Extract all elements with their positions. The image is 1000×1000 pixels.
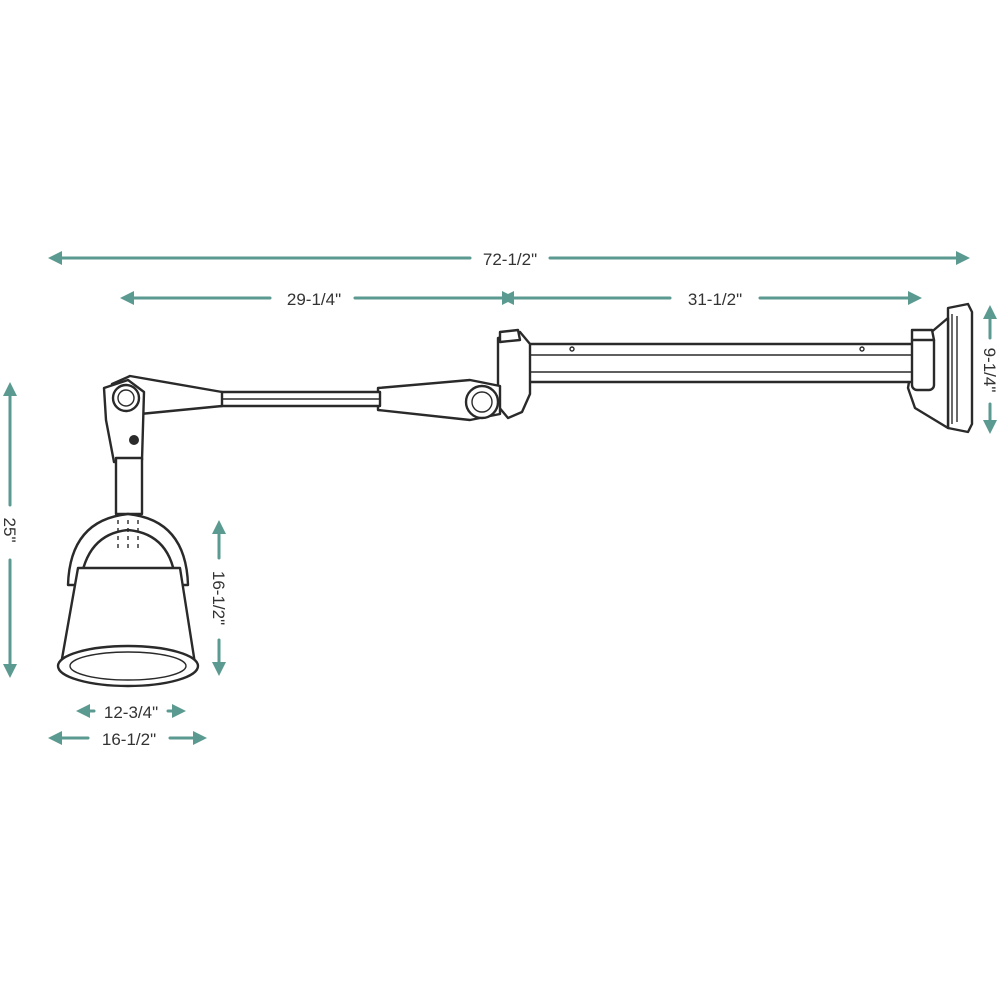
swivel-joint [102, 378, 146, 464]
short-arm [110, 374, 382, 416]
dimension-bracket-height: 9-1/4" [980, 305, 999, 434]
elbow-joint [376, 328, 532, 422]
overall-length-label: 72-1/2" [483, 250, 537, 269]
dimension-shade-height: 16-1/2" [209, 520, 228, 676]
lamp-stem [114, 456, 144, 516]
dimension-shade-outer-diameter: 16-1/2" [48, 730, 207, 749]
shade-height-label: 16-1/2" [209, 571, 228, 625]
dimension-overall-height: 25" [0, 382, 19, 678]
lamp-shade [56, 512, 200, 688]
long-arm [520, 328, 936, 392]
shade-outer-diameter-label: 16-1/2" [102, 730, 156, 749]
shade-inner-diameter-label: 12-3/4" [104, 703, 158, 722]
dimension-shade-inner-diameter: 12-3/4" [76, 703, 186, 722]
dimension-overall-length: 72-1/2" [48, 250, 970, 269]
bracket-height-label: 9-1/4" [980, 348, 999, 393]
long-arm-label: 31-1/2" [688, 290, 742, 309]
short-arm-label: 29-1/4" [287, 290, 341, 309]
overall-height-label: 25" [0, 518, 19, 543]
dimension-short-arm: 29-1/4" [120, 290, 516, 309]
dimension-long-arm: 31-1/2" [500, 290, 922, 309]
